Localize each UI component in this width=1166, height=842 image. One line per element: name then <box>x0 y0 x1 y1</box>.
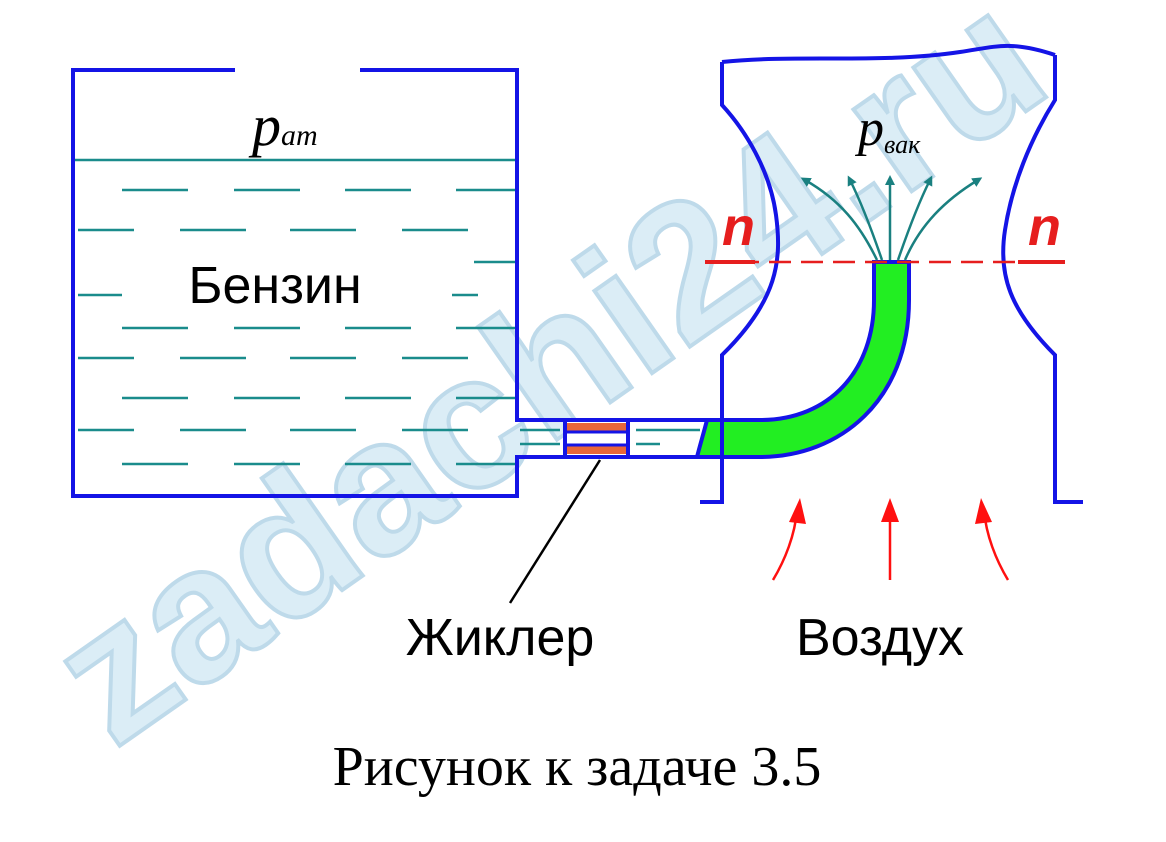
fuel-fluid <box>75 158 700 466</box>
jet-leader-line <box>508 459 602 604</box>
fuel-tube <box>694 260 911 459</box>
spray-arrows <box>800 175 983 261</box>
air-arrows <box>771 498 1010 581</box>
arrow-up-icon <box>903 177 983 261</box>
diffuser-top-edge <box>721 44 1056 64</box>
section-label-left: n <box>722 197 755 257</box>
arrow-up-icon <box>847 175 884 261</box>
p-atm-label: pат <box>248 93 318 158</box>
p-vac-label: pвак <box>854 100 921 159</box>
fuel-label: Бензин <box>188 257 361 315</box>
diffuser <box>700 44 1083 504</box>
diffuser-left-wall <box>700 62 781 504</box>
air-label: Воздух <box>796 609 964 667</box>
jet-label: Жиклер <box>406 609 595 667</box>
figure-caption: Рисунок к задаче 3.5 <box>333 736 822 798</box>
diffuser-right-wall <box>1001 55 1083 504</box>
arrow-up-icon <box>896 175 933 261</box>
jet-orifice <box>563 418 630 459</box>
section-label-right: n <box>1028 197 1061 257</box>
tank-wall <box>71 68 707 498</box>
arrow-up-icon <box>800 177 879 261</box>
